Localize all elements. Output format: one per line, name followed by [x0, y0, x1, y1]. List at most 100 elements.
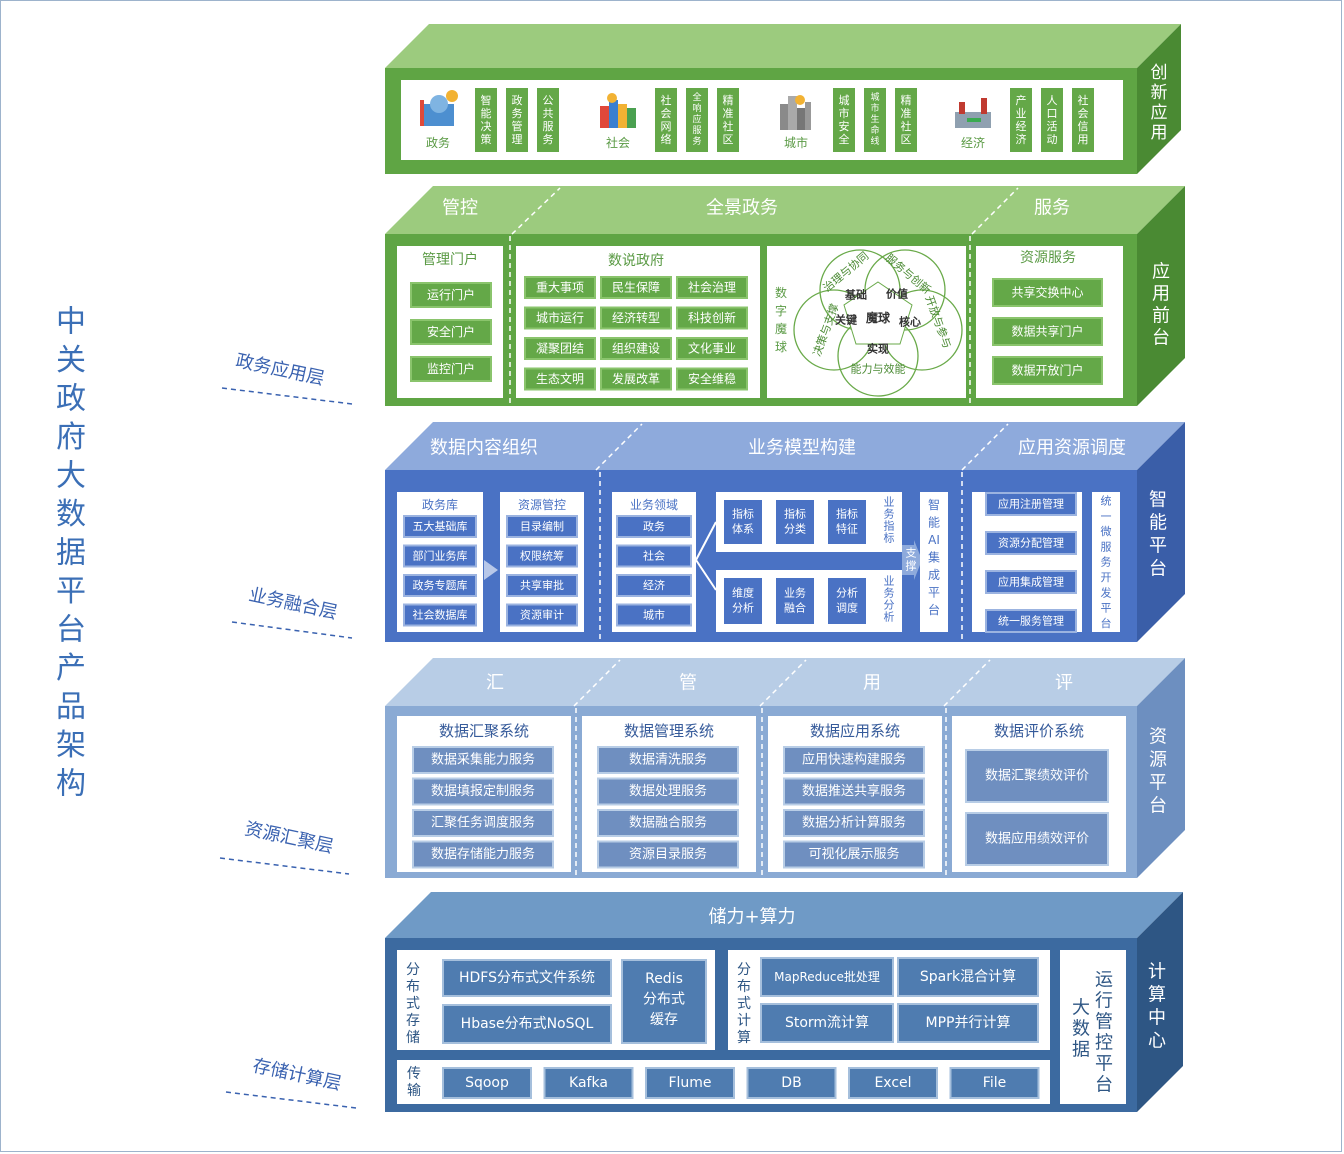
- gov-item-label: 生态文明: [536, 371, 584, 386]
- innovation-item-char: 精: [723, 94, 734, 107]
- govdb-item-bg: [403, 515, 477, 538]
- layer-label-app: 政务应用层: [221, 350, 353, 405]
- gov-item: 发展改革: [600, 367, 672, 391]
- side-label-compute-char: 心: [1148, 1031, 1166, 1052]
- innovation-item-char: 社: [901, 119, 912, 133]
- storage-label-char: 式: [406, 996, 420, 1012]
- domain-item: 城市: [616, 603, 692, 627]
- transfer-item: DB: [746, 1067, 837, 1099]
- ops-label-a: 大数据: [1072, 998, 1090, 1061]
- microservice-label-char: 平: [1101, 602, 1112, 615]
- innovation-item-char: 市: [839, 106, 850, 120]
- cube-pentagon: [843, 281, 913, 345]
- top-label: 管: [679, 673, 697, 694]
- service-item-label: 数据共享门户: [1011, 324, 1083, 339]
- resource-service-label: 应用快速构建服务: [802, 752, 906, 768]
- domain-item-label: 经济: [643, 578, 665, 592]
- gov-item: 安全维稳: [676, 367, 748, 391]
- compute-item: Spark混合计算: [897, 957, 1039, 997]
- service-item-label: 数据开放门户: [1011, 363, 1083, 378]
- service-item-bg: [992, 278, 1103, 307]
- resource-service-label: 可视化展示服务: [808, 846, 899, 862]
- schedule-item-bg: [985, 609, 1077, 633]
- portal-item-bg: [410, 282, 492, 308]
- side-label-frontend-char: 应: [1152, 262, 1170, 283]
- innovation-item-char: 务: [512, 107, 523, 120]
- innovation-item-char: 能: [481, 106, 492, 120]
- support-label: 支撑: [906, 547, 917, 573]
- page-title-char: 据: [56, 536, 86, 571]
- govdb-item-label: 社会数据库: [413, 608, 468, 622]
- compute-item-bg: [897, 1003, 1039, 1043]
- govdb-item-bg: [403, 574, 477, 597]
- resctl-item-bg: [506, 603, 578, 627]
- transfer-label: 传输: [407, 1066, 421, 1099]
- cube-side-label-char: 魔: [775, 321, 787, 336]
- top-label: 数据内容组织: [430, 438, 538, 459]
- side-label-compute-char: 算: [1148, 985, 1166, 1006]
- gov-item-label: 民生保障: [612, 280, 660, 295]
- innovation-item-bg: [475, 88, 497, 152]
- resctl-item: 资源审计: [506, 603, 578, 627]
- domain-item: 社会: [616, 544, 692, 568]
- analysis-item-text: 分析: [836, 586, 858, 600]
- resource-service-bg: [783, 809, 925, 837]
- domain-item-label: 社会: [643, 549, 665, 563]
- top-divider: [759, 659, 807, 707]
- govdb-item-label: 部门业务库: [413, 549, 468, 563]
- innovation-item-bg: [537, 88, 559, 152]
- icon-part: [600, 106, 609, 128]
- redis-item-text: 分布式: [643, 992, 685, 1008]
- govdb-title: 政务库: [422, 497, 458, 512]
- redis-item-bg: [621, 959, 707, 1044]
- resource-service-bg: [597, 809, 739, 837]
- layer-resource: 资源平台汇管用评数据汇聚系统数据采集能力服务数据填报定制服务汇聚任务调度服务数据…: [385, 658, 1185, 878]
- govdb-item: 部门业务库: [403, 544, 477, 568]
- resource-service-bg: [965, 812, 1109, 866]
- resource-service-label: 资源目录服务: [629, 846, 707, 862]
- service-item-bg: [992, 356, 1103, 385]
- compute-item: MPP并行计算: [897, 1003, 1039, 1043]
- portal-item: 运行门户: [410, 282, 492, 308]
- compute-item-label: MapReduce批处理: [774, 969, 880, 984]
- schedule-item-bg: [985, 570, 1077, 594]
- resource-system-title: 数据评价系统: [994, 722, 1084, 740]
- redis-item-text: 缓存: [650, 1012, 678, 1028]
- page-title-char: 政: [56, 382, 86, 417]
- cube-inner-label: 价值: [886, 287, 908, 301]
- portal-item-label: 运行门户: [427, 287, 475, 302]
- side-label-intelligence-char: 平: [1149, 536, 1167, 557]
- compute-item-label: MPP并行计算: [926, 1015, 1011, 1031]
- analysis-item-text: 调度: [836, 601, 858, 615]
- layer-frontend: 应用前台管控全景政务服务管理门户运行门户安全门户监控门户数说政府重大事项民生保障…: [385, 186, 1185, 406]
- microservice-label-char: 开: [1101, 571, 1112, 584]
- top-label: 管控: [442, 198, 478, 219]
- icon-part: [627, 108, 636, 128]
- support-label-char: 撑: [906, 559, 917, 573]
- innovation-item-bg: [655, 88, 677, 152]
- ai-platform-panel: [920, 492, 948, 632]
- cube-inner-label: 基础: [844, 288, 867, 302]
- service-item-label: 共享交换中心: [1011, 285, 1083, 300]
- layer-label-text: 资源汇聚层: [243, 818, 335, 857]
- domain-item-label: 政务: [643, 519, 665, 533]
- resctl-item-label: 目录编制: [520, 519, 564, 533]
- transfer-label-char: 输: [407, 1083, 421, 1099]
- microservice-panel: [1092, 492, 1120, 632]
- gov-item: 民生保障: [600, 276, 672, 299]
- transfer-item: Flume: [645, 1067, 735, 1099]
- gov-item-label: 科技创新: [688, 310, 736, 325]
- indicator-label-char: 务: [884, 508, 895, 521]
- portal-item-bg: [410, 319, 492, 345]
- top-divider: [943, 659, 991, 707]
- layer-compute: 计算中心储力+算力分布式存储HDFS分布式文件系统Hbase分布式NoSQLRe…: [385, 892, 1183, 1112]
- schedule-item-label: 应用集成管理: [998, 575, 1064, 589]
- innovation-item-char: 区: [901, 133, 912, 146]
- cube-side-label-char: 数: [775, 285, 787, 300]
